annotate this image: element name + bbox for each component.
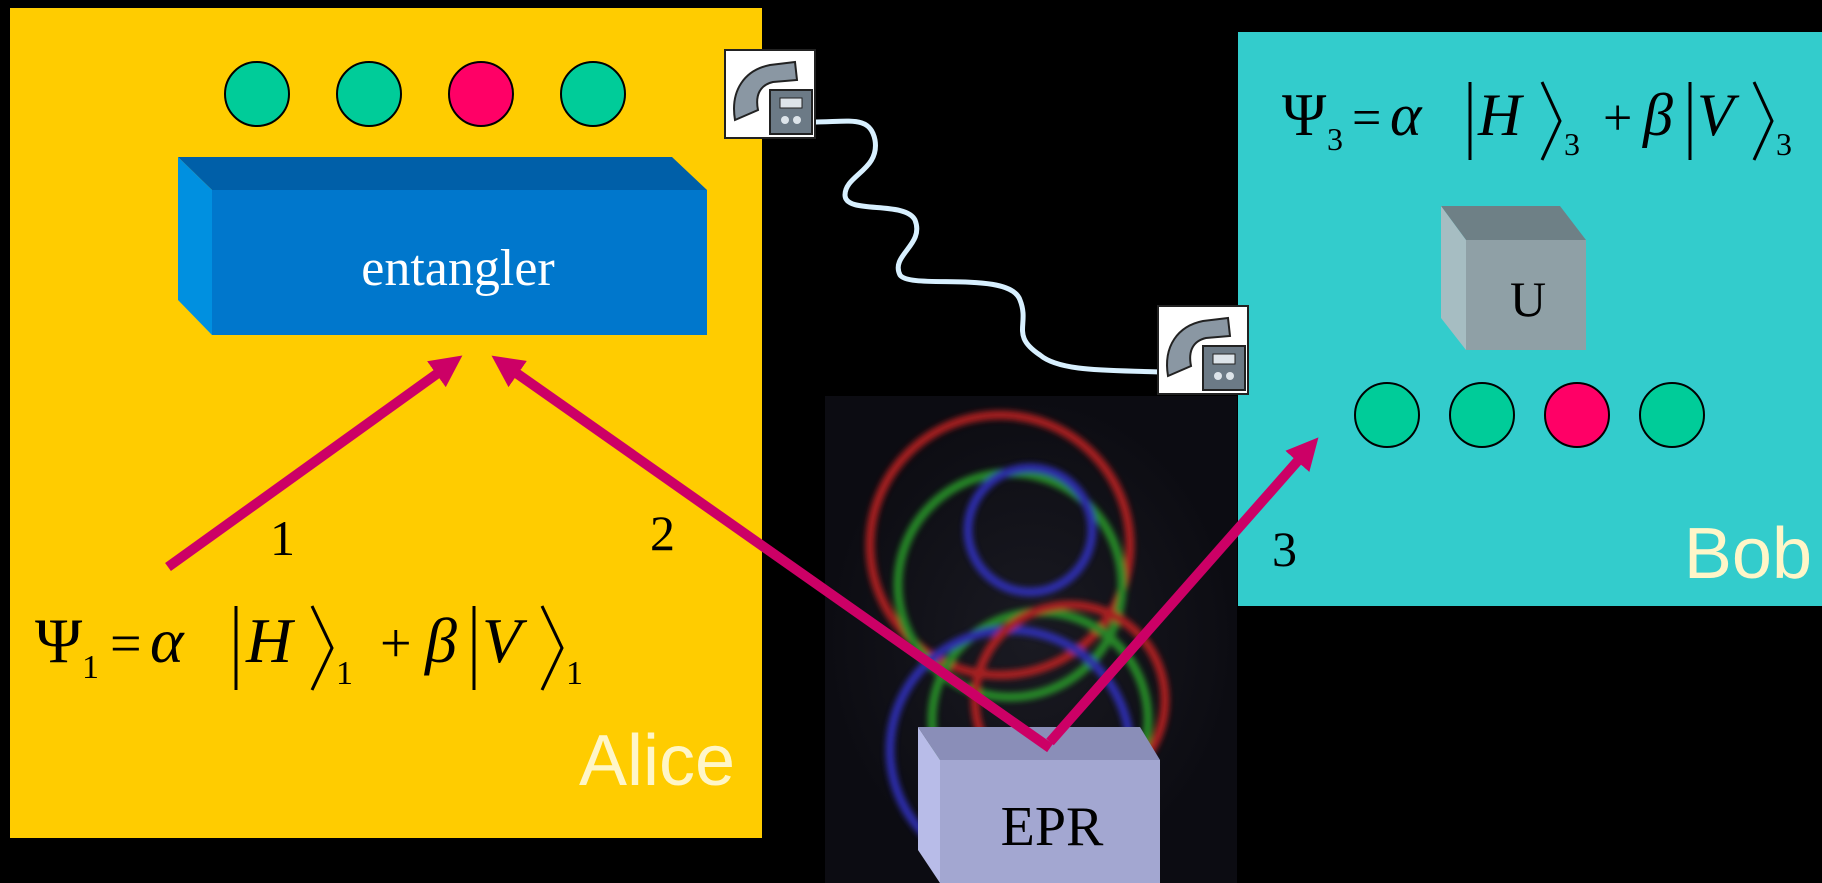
bit-circle	[336, 61, 402, 127]
bit-circle	[224, 61, 290, 127]
bit-circle	[1639, 382, 1705, 448]
unitary-label: U	[1510, 271, 1546, 327]
ket-v-subscript: 3	[1776, 126, 1792, 162]
bit-circle	[560, 61, 626, 127]
alice-label: Alice	[579, 721, 735, 801]
telephone-icon	[1157, 305, 1249, 395]
ket-v-label: V	[1697, 82, 1740, 148]
alice-panel	[10, 8, 762, 838]
alice-state-equation: Ψ 1 = α H 1 + β V 1	[35, 605, 583, 692]
bob-state-equation: Ψ 3 = α H 3 + β V 3	[1282, 81, 1792, 162]
unitary-side-face	[1441, 206, 1466, 350]
beta-symbol: β	[1642, 82, 1673, 148]
photon-1-label: 1	[270, 510, 295, 566]
unitary-front-face	[1466, 240, 1586, 350]
ket-angle	[1752, 81, 1774, 161]
psi-symbol: Ψ	[35, 605, 83, 676]
alice-bit-row	[224, 61, 626, 127]
epr-front-face	[940, 760, 1160, 883]
alpha-symbol: α	[150, 605, 185, 676]
photon-3-arrow	[1046, 437, 1319, 746]
ket-angle	[1540, 81, 1562, 161]
bit-circle	[1449, 382, 1515, 448]
ket-angle	[310, 605, 334, 691]
photon-paths	[165, 355, 1319, 753]
equals-sign: =	[1352, 90, 1381, 147]
bob-bit-row	[1354, 382, 1705, 448]
unitary-box: U	[1441, 206, 1586, 350]
photon-1-arrow	[165, 355, 463, 572]
entangler-side-face	[178, 157, 212, 335]
psi-subscript: 1	[82, 649, 99, 686]
classical-channel-line	[811, 118, 1161, 375]
beta-symbol: β	[423, 605, 457, 676]
alpha-symbol: α	[1390, 82, 1423, 148]
psi-symbol: Ψ	[1282, 82, 1327, 148]
ket-angle	[540, 605, 564, 691]
photon-3-label: 3	[1272, 521, 1297, 577]
bit-circle	[1544, 382, 1610, 448]
ket-h-label: H	[1477, 82, 1525, 148]
ket-v-label: V	[482, 605, 528, 676]
unitary-top-face	[1441, 206, 1586, 240]
telephone-icon	[724, 49, 816, 139]
psi-subscript: 3	[1327, 121, 1343, 157]
plus-sign: +	[1603, 90, 1632, 147]
epr-side-face	[918, 727, 940, 883]
entangler-box: entangler	[178, 157, 707, 335]
bit-circle	[448, 61, 514, 127]
ket-h-subscript: 3	[1564, 126, 1580, 162]
plus-sign: +	[380, 613, 412, 675]
photon-2-label: 2	[650, 505, 675, 561]
epr-label: EPR	[1001, 796, 1104, 858]
ket-h-label: H	[245, 605, 296, 676]
epr-source-box: EPR	[918, 727, 1160, 883]
photon-2-arrow	[491, 355, 1053, 753]
entangler-label: entangler	[361, 240, 554, 297]
ket-h-subscript: 1	[336, 655, 353, 692]
ket-v-subscript: 1	[566, 655, 583, 692]
bob-label: Bob	[1684, 514, 1812, 594]
equals-sign: =	[110, 613, 142, 675]
bit-circle	[1354, 382, 1420, 448]
entangler-top-face	[178, 157, 707, 190]
entangler-front-face	[212, 190, 707, 335]
